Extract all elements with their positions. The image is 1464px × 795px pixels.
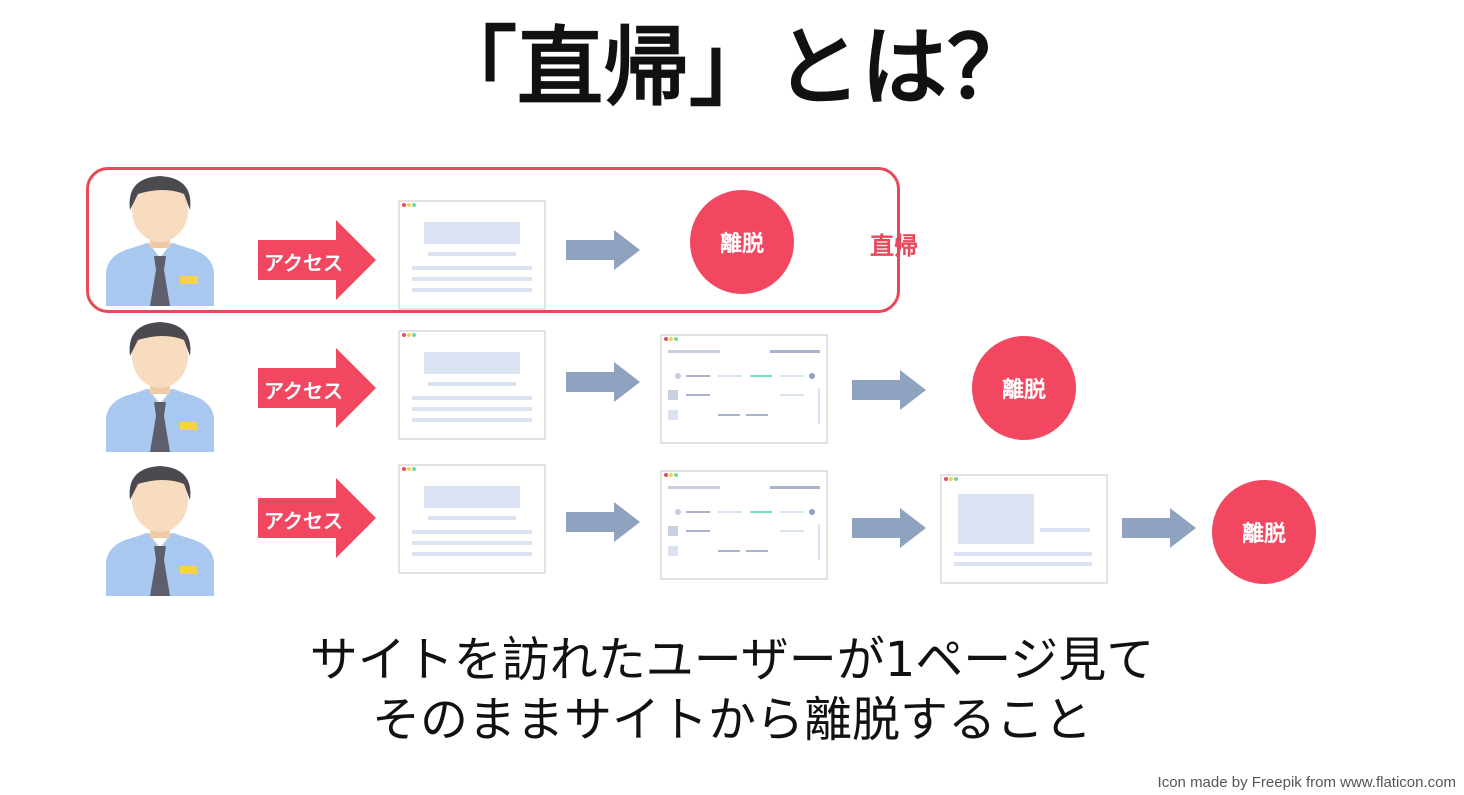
arrow-right-icon [852,370,926,410]
access-arrow: アクセス [258,478,376,558]
arrow-right-icon [258,348,376,428]
bounce-label: 直帰 [870,232,918,260]
exit-circle: 離脱 [972,336,1076,440]
caption-line-1: サイトを訪れたユーザーが1ページ見て [309,632,1155,688]
access-label: アクセス [264,509,343,533]
access-label: アクセス [264,379,343,403]
caption-line-2: そのままサイトから離脱すること [371,692,1092,748]
web-page-icon [660,334,828,444]
user-icon [104,318,216,452]
access-label: アクセス [264,251,343,275]
user-icon [104,462,216,596]
arrow-right-icon [566,502,640,542]
icon-credit: Icon made by Freepik from www.flaticon.c… [1157,774,1456,791]
arrow-right-icon [566,362,640,402]
caption: サイトを訪れたユーザーが1ページ見て そのままサイトから離脱すること [0,630,1464,750]
arrow-right-icon [258,220,376,300]
web-page-icon [940,474,1108,584]
access-arrow: アクセス [258,220,376,300]
web-page-icon [398,200,546,310]
access-arrow: アクセス [258,348,376,428]
exit-circle: 離脱 [690,190,794,294]
user-icon [104,172,216,306]
arrow-right-icon [852,508,926,548]
web-page-icon [660,470,828,580]
exit-circle: 離脱 [1212,480,1316,584]
arrow-right-icon [1122,508,1196,548]
web-page-icon [398,330,546,440]
page-title: 「直帰」とは？ [431,18,1033,118]
arrow-right-icon [566,230,640,270]
arrow-right-icon [258,478,376,558]
web-page-icon [398,464,546,574]
bounce-highlight-frame [86,167,900,313]
